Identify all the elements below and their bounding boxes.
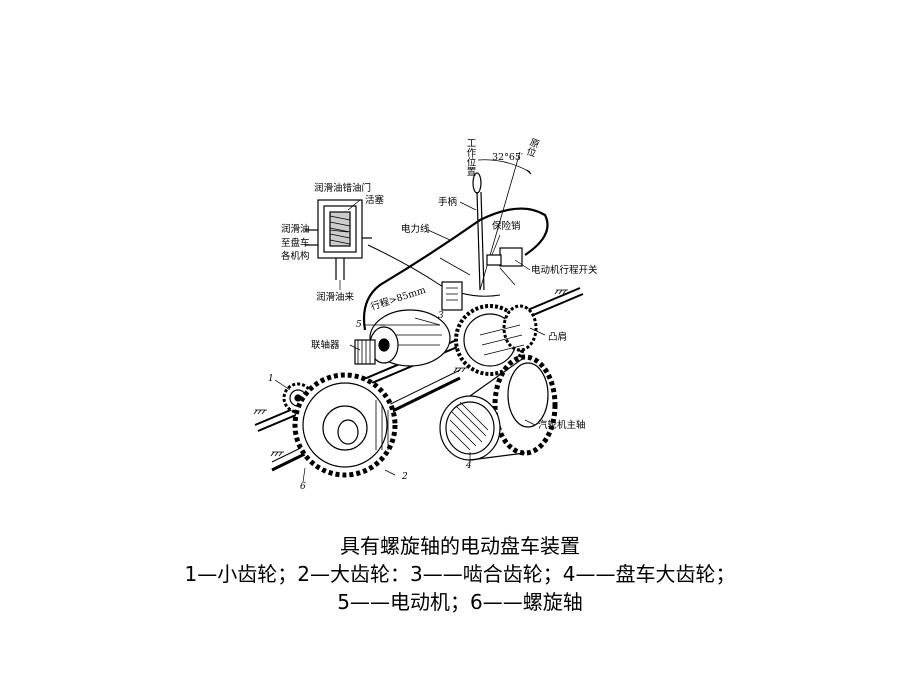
label-lube-oil: 润滑油 — [281, 223, 310, 235]
caption-title: 具有螺旋轴的电动盘车装置 — [340, 534, 580, 558]
motor — [369, 309, 451, 367]
oil-tube — [362, 207, 549, 331]
label-num-2: 2 — [401, 472, 408, 482]
label-home-position: 原位 — [523, 136, 541, 158]
travel-switch — [439, 247, 523, 311]
large-gear-2 — [292, 372, 398, 478]
turning-gear-4 — [439, 354, 558, 461]
label-piston: 活塞 — [365, 194, 385, 206]
label-safety-pin: 保险销 — [492, 220, 521, 232]
label-lube-oil-in: 润滑油来 — [316, 291, 355, 303]
label-num-6: 6 — [300, 482, 306, 492]
label-shoulder: 凸肩 — [548, 331, 567, 343]
leader-lines — [274, 199, 546, 483]
caption-legend-line-2: 5——电动机；6——螺旋轴 — [337, 590, 583, 614]
label-working-position: 工作位置 — [465, 138, 477, 176]
label-to-mechanisms-2: 各机构 — [281, 250, 310, 262]
label-to-mechanisms-1: 至盘车 — [281, 237, 310, 249]
label-coupling: 联轴器 — [311, 339, 340, 351]
coupling — [354, 339, 376, 365]
label-travel-switch: 电动机行程开关 — [531, 264, 598, 276]
ground-marks — [253, 289, 568, 457]
label-num-4: 4 — [465, 461, 472, 471]
label-angle: 32°65′ — [492, 152, 523, 163]
figure-caption: 具有螺旋轴的电动盘车装置 1—小齿轮；2—大齿轮：3——啮合齿轮；4——盘车大齿… — [0, 532, 920, 616]
lube-valve — [305, 199, 372, 280]
meshing-gear-3 — [454, 304, 538, 376]
label-handle: 手柄 — [438, 196, 457, 208]
turning-gear-diagram: 工作位置 原位 32°65′ 手柄 润滑油错油门 活塞 润滑油 至盘车 各机构 … — [253, 136, 598, 492]
label-stroke: 行程>85mm — [369, 284, 427, 313]
label-num-3: 3 — [438, 311, 444, 321]
power-line — [367, 244, 501, 297]
label-power-line: 电力线 — [401, 223, 430, 235]
label-num-5: 5 — [356, 320, 362, 330]
label-turbine-shaft: 汽轮机主轴 — [538, 419, 586, 431]
label-num-1: 1 — [268, 374, 274, 384]
label-lube-valve: 润滑油错油门 — [314, 182, 371, 194]
caption-legend-line-1: 1—小齿轮；2—大齿轮：3——啮合齿轮；4——盘车大齿轮； — [184, 562, 736, 586]
handle-lever — [472, 151, 532, 291]
